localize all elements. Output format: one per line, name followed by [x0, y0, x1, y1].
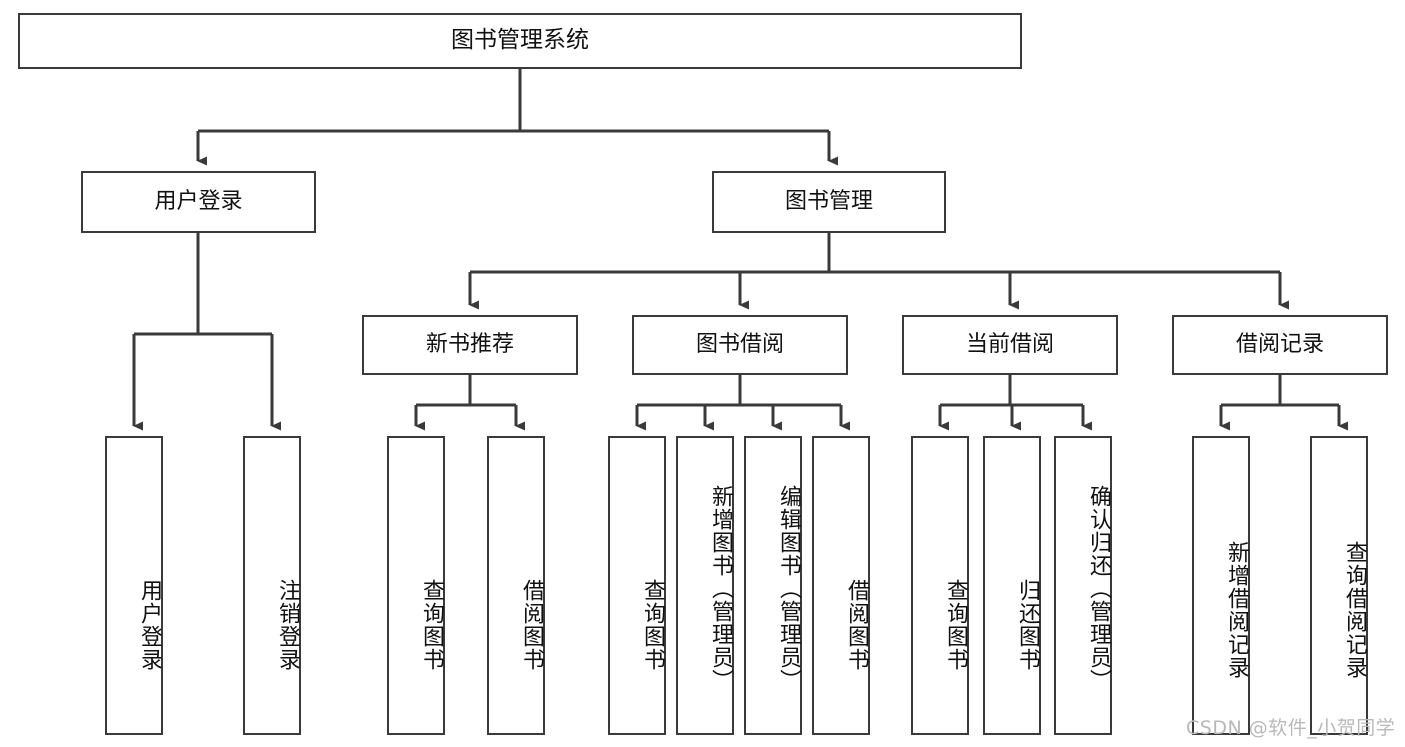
node-label: 借阅图书 [844, 578, 869, 671]
node-label: 编辑图书（管理员） [776, 485, 801, 692]
node-leaf-user-logout[interactable]: 注销登录 [243, 436, 301, 735]
node-label: 确认归还（管理员） [1086, 485, 1111, 692]
node-leaf-query-record[interactable]: 查询借阅记录 [1310, 436, 1368, 735]
node-leaf-query-book-2[interactable]: 查询图书 [608, 436, 666, 735]
edges-borrowrecord-to-leaves [1219, 375, 1348, 431]
node-label: 当前借阅 [965, 331, 1054, 357]
node-label: 查询图书 [640, 578, 665, 671]
node-leaf-add-book[interactable]: 新增图书（管理员） [676, 436, 734, 735]
node-label: 图书管理 [784, 188, 873, 214]
node-leaf-edit-book[interactable]: 编辑图书（管理员） [744, 436, 802, 735]
node-leaf-return-book[interactable]: 归还图书 [983, 436, 1041, 735]
node-label: 查询图书 [419, 578, 444, 671]
node-new-book-rec[interactable]: 新书推荐 [362, 315, 578, 375]
node-leaf-confirm-return[interactable]: 确认归还（管理员） [1054, 436, 1112, 735]
node-label: 图书管理系统 [451, 27, 589, 54]
node-leaf-add-record[interactable]: 新增借阅记录 [1192, 436, 1250, 735]
node-label: 新增图书（管理员） [708, 485, 733, 692]
node-leaf-user-login[interactable]: 用户登录 [105, 436, 163, 735]
node-label: 借阅记录 [1235, 331, 1324, 357]
node-label: 查询图书 [943, 578, 968, 671]
edges-currentborrow-to-leaves [938, 375, 1092, 431]
edges-userlogin-to-leaves [132, 233, 281, 431]
node-leaf-query-book-3[interactable]: 查询图书 [911, 436, 969, 735]
node-leaf-borrow-book-2[interactable]: 借阅图书 [812, 436, 870, 735]
node-root-system[interactable]: 图书管理系统 [18, 13, 1022, 69]
node-label: 注销登录 [275, 578, 300, 671]
edges-newbookrec-to-leaves [414, 375, 525, 431]
node-label: 借阅图书 [519, 578, 544, 671]
node-label: 查询借阅记录 [1342, 540, 1367, 679]
node-book-manage[interactable]: 图书管理 [712, 171, 946, 233]
node-label: 归还图书 [1015, 578, 1040, 671]
node-leaf-borrow-book-1[interactable]: 借阅图书 [487, 436, 545, 735]
node-label: 新增借阅记录 [1224, 540, 1249, 679]
edges-bookborrow-to-leaves [635, 375, 850, 431]
node-label: 图书借阅 [695, 331, 784, 357]
edges-bookmanage-to-level3 [468, 233, 1289, 310]
node-label: 新书推荐 [425, 331, 514, 357]
node-label: 用户登录 [154, 188, 243, 214]
watermark-credit: CSDN @软件_小贺同学 [1186, 717, 1396, 739]
node-user-login[interactable]: 用户登录 [81, 171, 316, 233]
node-borrow-record[interactable]: 借阅记录 [1172, 315, 1388, 375]
edges-root-to-level2 [196, 69, 838, 166]
node-book-borrow[interactable]: 图书借阅 [632, 315, 848, 375]
node-leaf-query-book-1[interactable]: 查询图书 [387, 436, 445, 735]
node-current-borrow[interactable]: 当前借阅 [902, 315, 1118, 375]
node-label: 用户登录 [137, 578, 162, 671]
